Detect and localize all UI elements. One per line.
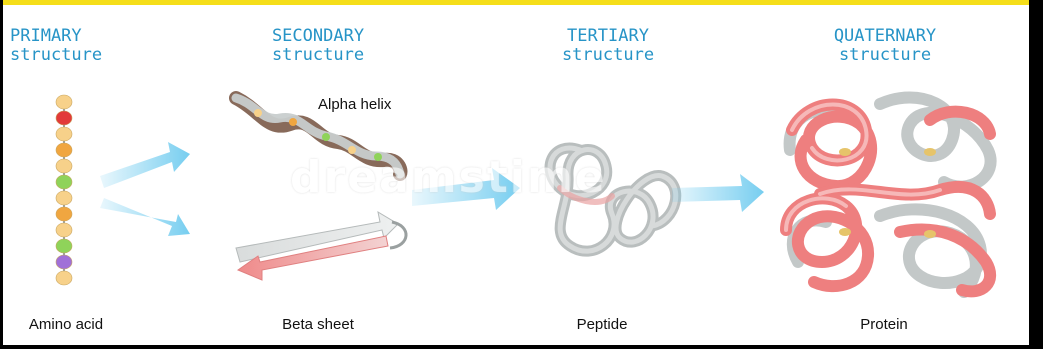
amino-acid-chain (56, 95, 72, 285)
amino-acid-bead (56, 271, 72, 285)
heading-tertiary: TERTIARY structure (538, 27, 678, 65)
caption-beta-sheet: Beta sheet (218, 316, 418, 333)
heading-quaternary-line2: structure (800, 46, 970, 65)
amino-acid-bead (56, 239, 72, 253)
heading-primary-line2: structure (10, 46, 120, 65)
heading-tertiary-line2: structure (538, 46, 678, 65)
arrow-primary-to-helix (100, 142, 190, 188)
amino-acid-bead (56, 207, 72, 221)
heading-secondary-line2: structure (238, 46, 398, 65)
amino-acid-bead (56, 159, 72, 173)
beta-sheet-ribbon (236, 212, 406, 280)
amino-acid-bead (56, 127, 72, 141)
amino-acid-bead (56, 255, 72, 269)
amino-acid-bead (56, 175, 72, 189)
heading-secondary: SECONDARY structure (238, 27, 398, 65)
caption-amino-acid: Amino acid (0, 316, 166, 333)
heading-tertiary-line1: TERTIARY (538, 27, 678, 46)
amino-acid-bead (56, 223, 72, 237)
amino-acid-bead (56, 111, 72, 125)
arrow-primary-to-sheet (100, 198, 190, 236)
heading-secondary-line1: SECONDARY (238, 27, 398, 46)
watermark: dreamstime (290, 152, 607, 203)
label-alpha-helix: Alpha helix (318, 96, 391, 113)
caption-peptide: Peptide (502, 316, 702, 333)
heading-quaternary-line1: QUATERNARY (800, 27, 970, 46)
caption-protein: Protein (784, 316, 984, 333)
amino-acid-bead (56, 95, 72, 109)
amino-acid-bead (56, 191, 72, 205)
heading-quaternary: QUATERNARY structure (800, 27, 970, 65)
protein-complex (786, 98, 991, 292)
heading-primary-line1: PRIMARY (10, 27, 120, 46)
heading-primary: PRIMARY structure (10, 27, 120, 65)
arrow-tertiary-to-quaternary (672, 174, 764, 212)
amino-acid-bead (56, 143, 72, 157)
